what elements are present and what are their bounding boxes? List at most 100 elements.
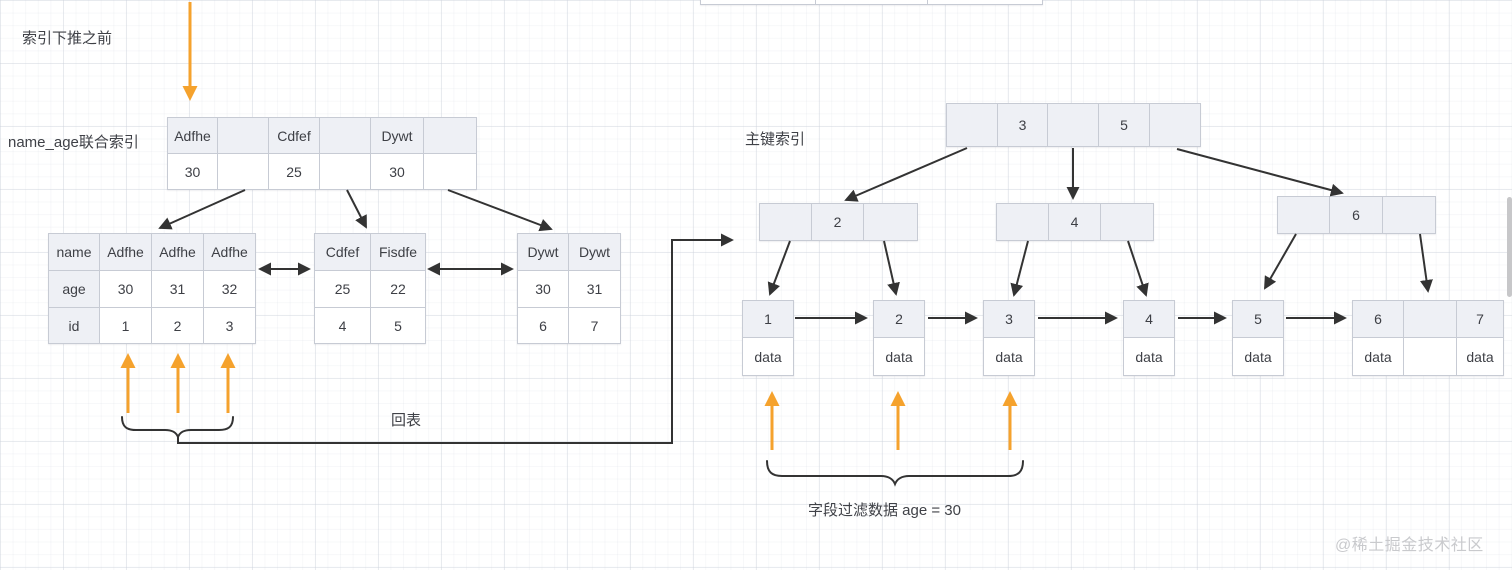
table-cell: Dywt [568, 233, 620, 270]
table-cell: 31 [151, 270, 203, 307]
composite-index-root-node: Adfhe Cdfef Dywt 30 25 30 [167, 117, 477, 190]
primary-key-index-label: 主键索引 [745, 131, 806, 148]
table-cell: Adfhe [99, 233, 151, 270]
table-cell: 6 [1352, 300, 1403, 337]
table-cell: 22 [370, 270, 425, 307]
table-cell: data [1352, 337, 1403, 375]
table-cell: data [1456, 337, 1503, 375]
table-cell: 2 [873, 300, 924, 337]
table-cell: age [48, 270, 99, 307]
table-cell [1403, 300, 1456, 337]
back-to-table-connector-arrow [177, 233, 734, 444]
brace-left [121, 416, 234, 440]
table-cell: Adfhe [167, 117, 217, 153]
table-cell [319, 117, 370, 153]
table-cell [759, 203, 811, 240]
table-cell: Dywt [517, 233, 568, 270]
table-cell: 25 [268, 153, 319, 189]
pk-leaf-4: 4 data [1123, 300, 1175, 376]
composite-index-leaf-3: Dywt Dywt 30 31 6 7 [517, 233, 621, 344]
table-cell [423, 117, 476, 153]
table-cell [1100, 203, 1153, 240]
table-cell: 3 [203, 307, 255, 343]
pk-leaf-5: 5 data [1232, 300, 1284, 376]
table-cell: Fisdfe [370, 233, 425, 270]
table-cell [863, 203, 917, 240]
table-cell: 5 [370, 307, 425, 343]
table-cell [1382, 196, 1435, 233]
edge-arrow [767, 240, 791, 296]
pk-leaf-3: 3 data [983, 300, 1035, 376]
composite-index-label: name_age联合索引 [8, 134, 139, 151]
table-cell: Adfhe [203, 233, 255, 270]
table-cell: 30 [370, 153, 423, 189]
table-cell: 3 [983, 300, 1034, 337]
table-cell [319, 153, 370, 189]
table-cell: 1 [99, 307, 151, 343]
table-cell [996, 203, 1048, 240]
table-cell [1403, 337, 1456, 375]
table-cell: 25 [314, 270, 370, 307]
composite-index-leaf-2: Cdfef Fisdfe 25 22 4 5 [314, 233, 426, 344]
table-cell [1277, 196, 1329, 233]
table-cell: 6 [1329, 196, 1382, 233]
table-cell [217, 117, 268, 153]
back-to-table-label: 回表 [391, 412, 422, 429]
table-cell: 2 [151, 307, 203, 343]
table-cell: id [48, 307, 99, 343]
table-cell: Dywt [370, 117, 423, 153]
edge-arrow [844, 147, 968, 202]
table-cell: 7 [1456, 300, 1503, 337]
table-cell: 32 [203, 270, 255, 307]
table-cell [1047, 103, 1098, 146]
table-cell: data [1232, 337, 1283, 375]
table-cell [423, 153, 476, 189]
table-cell [946, 103, 997, 146]
pk-leaf-2: 2 data [873, 300, 925, 376]
table-cell: 5 [1232, 300, 1283, 337]
table-cell: data [983, 337, 1034, 375]
filter-condition-label: 字段过滤数据 age = 30 [808, 502, 961, 519]
table-cell: name [48, 233, 99, 270]
table-cell: data [873, 337, 924, 375]
brace-right [766, 460, 1024, 487]
table-cell: data [742, 337, 793, 375]
table-cell: 30 [99, 270, 151, 307]
table-cell: 4 [314, 307, 370, 343]
edge-arrow [1127, 240, 1149, 297]
watermark: @稀土掘金技术社区 [1335, 537, 1484, 554]
table-cell: 7 [568, 307, 620, 343]
table-cell: 4 [1123, 300, 1174, 337]
table-cell: 31 [568, 270, 620, 307]
pk-index-inner-node-4: 4 [996, 203, 1154, 241]
table-cell: 3 [997, 103, 1047, 146]
table-cell [815, 0, 927, 4]
edge-arrow [1264, 233, 1297, 290]
table-cell: data [1123, 337, 1174, 375]
edge-arrow [158, 189, 246, 230]
pk-index-root-node: 3 5 [946, 103, 1201, 147]
edge-arrow [447, 189, 553, 232]
table-cell [927, 0, 1042, 4]
edge-arrow [883, 240, 900, 296]
table-cell: Cdfef [268, 117, 319, 153]
table-cell: 2 [811, 203, 863, 240]
table-cell: 6 [517, 307, 568, 343]
table-cell [700, 0, 815, 4]
pk-leaf-6-7: 6 7 data data [1352, 300, 1504, 376]
table-cell: Cdfef [314, 233, 370, 270]
table-cell [217, 153, 268, 189]
edge-arrow [1419, 233, 1433, 293]
clipped-top-node [700, 0, 1043, 5]
edge-arrow [346, 189, 367, 229]
vertical-scrollbar-thumb[interactable] [1507, 197, 1512, 297]
table-cell: Adfhe [151, 233, 203, 270]
table-cell: 1 [742, 300, 793, 337]
table-cell: 4 [1048, 203, 1100, 240]
table-cell [1149, 103, 1200, 146]
edge-arrow [1010, 240, 1029, 297]
pk-index-inner-node-2: 2 [759, 203, 918, 241]
edge-arrow [1176, 148, 1344, 197]
table-cell: 30 [167, 153, 217, 189]
